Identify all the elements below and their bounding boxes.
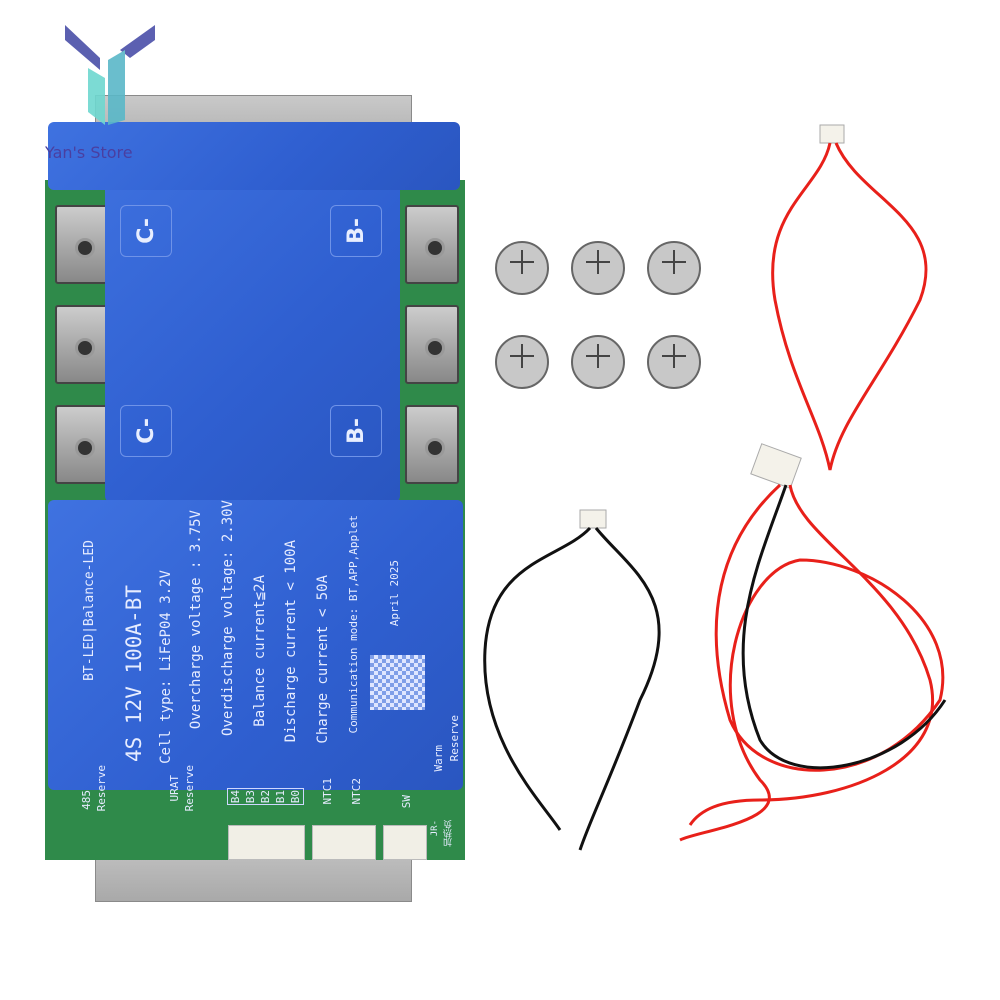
cover-plate-bottom bbox=[48, 500, 463, 790]
terminal-c2 bbox=[55, 305, 109, 384]
black-ntc-cable bbox=[483, 526, 661, 851]
balance-pins: B4 B3 B2 B1 B0 bbox=[227, 788, 304, 806]
terminal-label: B- bbox=[330, 405, 382, 457]
ntc-connector bbox=[312, 825, 376, 860]
terminal-c3 bbox=[55, 405, 109, 484]
screw-icon bbox=[495, 241, 549, 295]
screws bbox=[495, 241, 701, 389]
red-2wire-cable bbox=[771, 142, 928, 471]
balance-connector bbox=[228, 825, 305, 860]
screw-icon bbox=[647, 241, 701, 295]
screw-icon bbox=[571, 241, 625, 295]
cover-plate-top-band bbox=[48, 122, 460, 190]
terminal-b1 bbox=[405, 205, 459, 284]
qr-code bbox=[370, 655, 425, 710]
black-balance-wire bbox=[741, 484, 947, 770]
terminal-label: B- bbox=[330, 205, 382, 257]
jst-ntc-connector bbox=[579, 509, 607, 529]
terminal-c1 bbox=[55, 205, 109, 284]
jst-2pin-connector bbox=[819, 124, 845, 144]
terminal-label: C- bbox=[120, 405, 172, 457]
screw-icon bbox=[647, 335, 701, 389]
jst-5pin-connector bbox=[750, 443, 802, 489]
screw-icon bbox=[571, 335, 625, 389]
terminal-b2 bbox=[405, 305, 459, 384]
watermark-brand: Yan's Store bbox=[44, 143, 133, 162]
screw-icon bbox=[495, 335, 549, 389]
red-balance-cable-2 bbox=[688, 484, 934, 826]
terminal-b3 bbox=[405, 405, 459, 484]
terminal-label: C- bbox=[120, 205, 172, 257]
store-logo-icon bbox=[65, 25, 155, 125]
red-balance-cable bbox=[679, 483, 945, 842]
sw-connector bbox=[383, 825, 427, 860]
